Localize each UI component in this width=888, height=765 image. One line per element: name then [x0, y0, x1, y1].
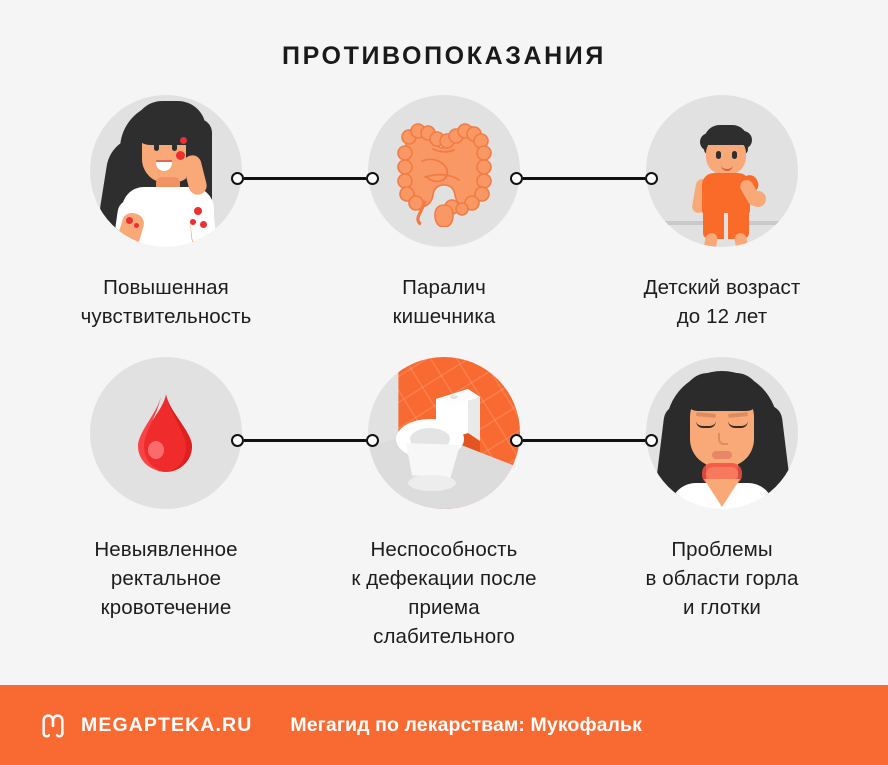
megapteka-m-logo-icon: [42, 714, 64, 738]
connector-ring-icon: [366, 171, 379, 185]
contraindication-item-inability-to-defecate: Неспособность к дефекации после приема с…: [340, 357, 548, 651]
contraindications-grid: Повышенная чувствительность: [0, 95, 888, 651]
connector-line: [523, 176, 645, 180]
contraindication-label: Повышенная чувствительность: [80, 276, 252, 328]
connector-ring-icon: [366, 433, 379, 447]
connector-ring-icon: [231, 171, 244, 185]
woman-sore-throat-icon: [646, 357, 798, 509]
contraindication-item-rectal-bleeding: Невыявленное ректальное кровотечение: [62, 357, 270, 622]
connector-ring-icon: [510, 171, 523, 185]
page-title: ПРОТИВОПОКАЗАНИЯ: [282, 42, 606, 70]
footer-brand: MEGAPTEKA.RU: [81, 713, 253, 736]
contraindications-row-1: Повышенная чувствительность: [0, 95, 888, 331]
toilet-svg: [396, 389, 480, 491]
contraindication-item-children-under-12: Детский возраст до 12 лет: [618, 95, 826, 331]
child-icon: [646, 95, 798, 247]
footer-bar: MEGAPTEKA.RU Мегагид по лекарствам: Муко…: [0, 685, 888, 765]
connector-1-2: [231, 171, 379, 185]
connector-5-6: [510, 433, 658, 447]
connector-line: [244, 438, 366, 442]
woman-with-rash-icon: [90, 95, 242, 247]
blood-drop-icon: [90, 357, 242, 509]
connector-2-3: [510, 171, 658, 185]
footer-tagline: Мегагид по лекарствам: Мукофальк: [290, 713, 642, 736]
connector-line: [523, 438, 645, 442]
contraindication-item-throat-problems: Проблемы в области горла и глотки: [618, 357, 826, 622]
contraindication-label: Невыявленное ректальное кровотечение: [94, 538, 238, 619]
contraindication-label: Паралич кишечника: [392, 276, 496, 328]
connector-ring-icon: [645, 171, 658, 185]
contraindication-item-hypersensitivity: Повышенная чувствительность: [62, 95, 270, 331]
toilet-icon: [368, 357, 520, 509]
blood-drop-svg: [138, 394, 192, 472]
connector-ring-icon: [645, 433, 658, 447]
contraindication-label: Детский возраст до 12 лет: [643, 276, 801, 328]
connector-line: [244, 176, 366, 180]
contraindication-label: Проблемы в области горла и глотки: [645, 538, 799, 619]
contraindications-row-2: Невыявленное ректальное кровотечение: [0, 357, 888, 651]
contraindication-item-intestinal-paralysis: Паралич кишечника: [340, 95, 548, 331]
intestines-icon: [368, 95, 520, 247]
connector-ring-icon: [231, 433, 244, 447]
contraindication-label: Неспособность к дефекации после приема с…: [351, 538, 537, 648]
intestines-svg: [397, 123, 492, 227]
connector-4-5: [231, 433, 379, 447]
connector-ring-icon: [510, 433, 523, 447]
